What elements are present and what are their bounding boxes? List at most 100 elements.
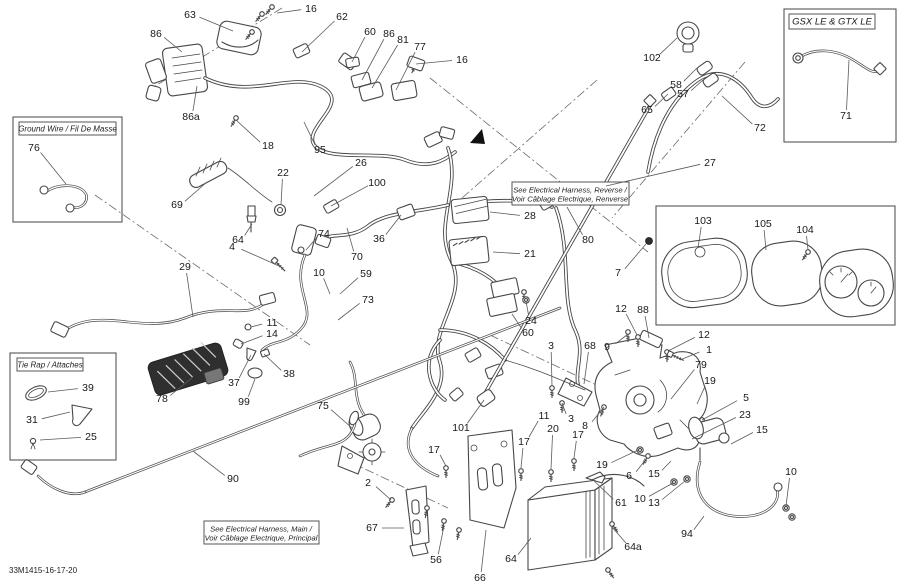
callout-80: 80 bbox=[566, 206, 594, 246]
callout-number-94: 94 bbox=[681, 528, 693, 540]
callout-64: 64 bbox=[232, 223, 253, 246]
gsx-inset-label: GSX LE & GTX LE bbox=[792, 17, 872, 28]
callout-number-17: 17 bbox=[428, 444, 440, 456]
callout-2: 2 bbox=[365, 477, 392, 501]
callout-104: 104 bbox=[796, 224, 814, 251]
callout-9: 9 bbox=[604, 333, 629, 353]
callout-8: 8 bbox=[582, 406, 605, 432]
callout-leader-102 bbox=[659, 37, 678, 55]
callout-86a: 86a bbox=[182, 85, 200, 123]
callout-leader-39 bbox=[47, 388, 79, 393]
callout-number-60: 60 bbox=[364, 26, 376, 38]
callout-57: 57 bbox=[677, 79, 704, 100]
callout-28: 28 bbox=[489, 210, 536, 222]
callout-leader-65 bbox=[654, 93, 669, 107]
callout-17: 17 bbox=[428, 444, 447, 467]
ecm-module bbox=[147, 341, 271, 396]
callout-58: 58 bbox=[670, 67, 698, 91]
left-harness bbox=[50, 291, 277, 349]
callout-64: 64 bbox=[505, 537, 532, 565]
callout-75: 75 bbox=[317, 400, 353, 429]
callout-leader-59 bbox=[339, 277, 359, 295]
callout-4: 4 bbox=[229, 241, 280, 267]
tie-wrap-loop-inner bbox=[28, 387, 44, 399]
main-note-line2: Voir Câblage Electrique, Principal bbox=[205, 534, 318, 543]
callout-number-17: 17 bbox=[572, 429, 584, 441]
callout-10: 10 bbox=[634, 482, 674, 505]
callout-leader-16 bbox=[276, 9, 302, 14]
callout-1: 1 bbox=[679, 344, 712, 361]
callout-59: 59 bbox=[339, 268, 372, 295]
callout-17: 17 bbox=[518, 436, 530, 469]
callout-number-25: 25 bbox=[85, 431, 97, 443]
callout-number-17: 17 bbox=[518, 436, 530, 448]
callout-100: 100 bbox=[330, 177, 386, 207]
callout-number-29: 29 bbox=[179, 261, 191, 273]
callout-101: 101 bbox=[452, 399, 485, 434]
callout-leader-6 bbox=[635, 457, 648, 473]
callout-70: 70 bbox=[346, 227, 363, 263]
callout-leader-14 bbox=[240, 335, 263, 345]
callout-leader-62 bbox=[301, 20, 335, 53]
tube-end-fitting bbox=[643, 94, 657, 108]
callout-number-70: 70 bbox=[351, 251, 363, 263]
callout-number-26: 26 bbox=[355, 157, 367, 169]
gauge-cluster-inset bbox=[655, 205, 896, 326]
callout-13: 13 bbox=[648, 480, 686, 509]
callout-36: 36 bbox=[373, 214, 402, 245]
ground-wire-inset-label-box bbox=[18, 121, 117, 136]
callout-78: 78 bbox=[156, 376, 194, 405]
callout-leader-71 bbox=[846, 59, 850, 111]
callout-number-86: 86 bbox=[383, 28, 395, 40]
callout-leader-66 bbox=[480, 529, 487, 573]
callout-19: 19 bbox=[596, 449, 639, 471]
ground-wire-ring-terminal bbox=[39, 185, 49, 195]
callout-number-81: 81 bbox=[397, 34, 409, 46]
callout-number-66: 66 bbox=[474, 572, 486, 583]
ground-wire-inset: Ground Wire / Fil De Masse bbox=[12, 116, 123, 223]
callout-15: 15 bbox=[730, 424, 768, 445]
callout-leader-9 bbox=[615, 333, 629, 345]
callout-number-19: 19 bbox=[704, 375, 716, 387]
gauge-lens bbox=[751, 240, 824, 307]
rivet-legs bbox=[30, 442, 36, 450]
callout-3: 3 bbox=[548, 340, 554, 387]
callout-number-15: 15 bbox=[756, 424, 768, 436]
reverse-harness bbox=[546, 189, 586, 400]
callout-number-99: 99 bbox=[238, 396, 250, 408]
callout-81: 81 bbox=[371, 34, 409, 89]
callout-leader-76 bbox=[40, 152, 67, 185]
callout-105: 105 bbox=[754, 218, 772, 251]
callout-number-36: 36 bbox=[373, 233, 385, 245]
gsx-inset: GSX LE & GTX LE bbox=[783, 8, 897, 143]
steering-switch-assembly bbox=[145, 3, 457, 166]
callout-leader-57 bbox=[690, 79, 704, 91]
starter-motor bbox=[636, 237, 796, 521]
callout-79: 79 bbox=[670, 359, 707, 400]
callout-number-7: 7 bbox=[615, 267, 621, 279]
callout-leader-95 bbox=[303, 121, 316, 145]
callout-leader-70 bbox=[346, 227, 355, 252]
callout-3: 3 bbox=[561, 402, 574, 425]
tie-rap-inset: Tie Rap / Attaches bbox=[9, 352, 117, 461]
callout-leader-13 bbox=[661, 480, 686, 500]
reverse-note-line1: See Electrical Harness, Reverse / bbox=[513, 186, 627, 195]
callout-number-12: 12 bbox=[698, 329, 710, 341]
callout-number-65: 65 bbox=[641, 104, 653, 116]
callout-leader-11 bbox=[250, 323, 263, 328]
ground-wire-ring-terminal bbox=[65, 203, 75, 213]
callout-number-37: 37 bbox=[228, 377, 240, 389]
callout-number-9: 9 bbox=[604, 341, 610, 353]
callout-leader-99 bbox=[247, 378, 256, 397]
callout-number-103: 103 bbox=[694, 215, 712, 227]
callout-leader-25 bbox=[39, 437, 82, 441]
callout-26: 26 bbox=[313, 157, 367, 197]
callout-number-3: 3 bbox=[548, 340, 554, 352]
callout-number-38: 38 bbox=[283, 368, 295, 380]
callout-leader-86a bbox=[192, 85, 198, 112]
gauge-needles bbox=[829, 267, 877, 294]
callout-12: 12 bbox=[615, 303, 638, 336]
callout-number-88: 88 bbox=[637, 304, 649, 316]
